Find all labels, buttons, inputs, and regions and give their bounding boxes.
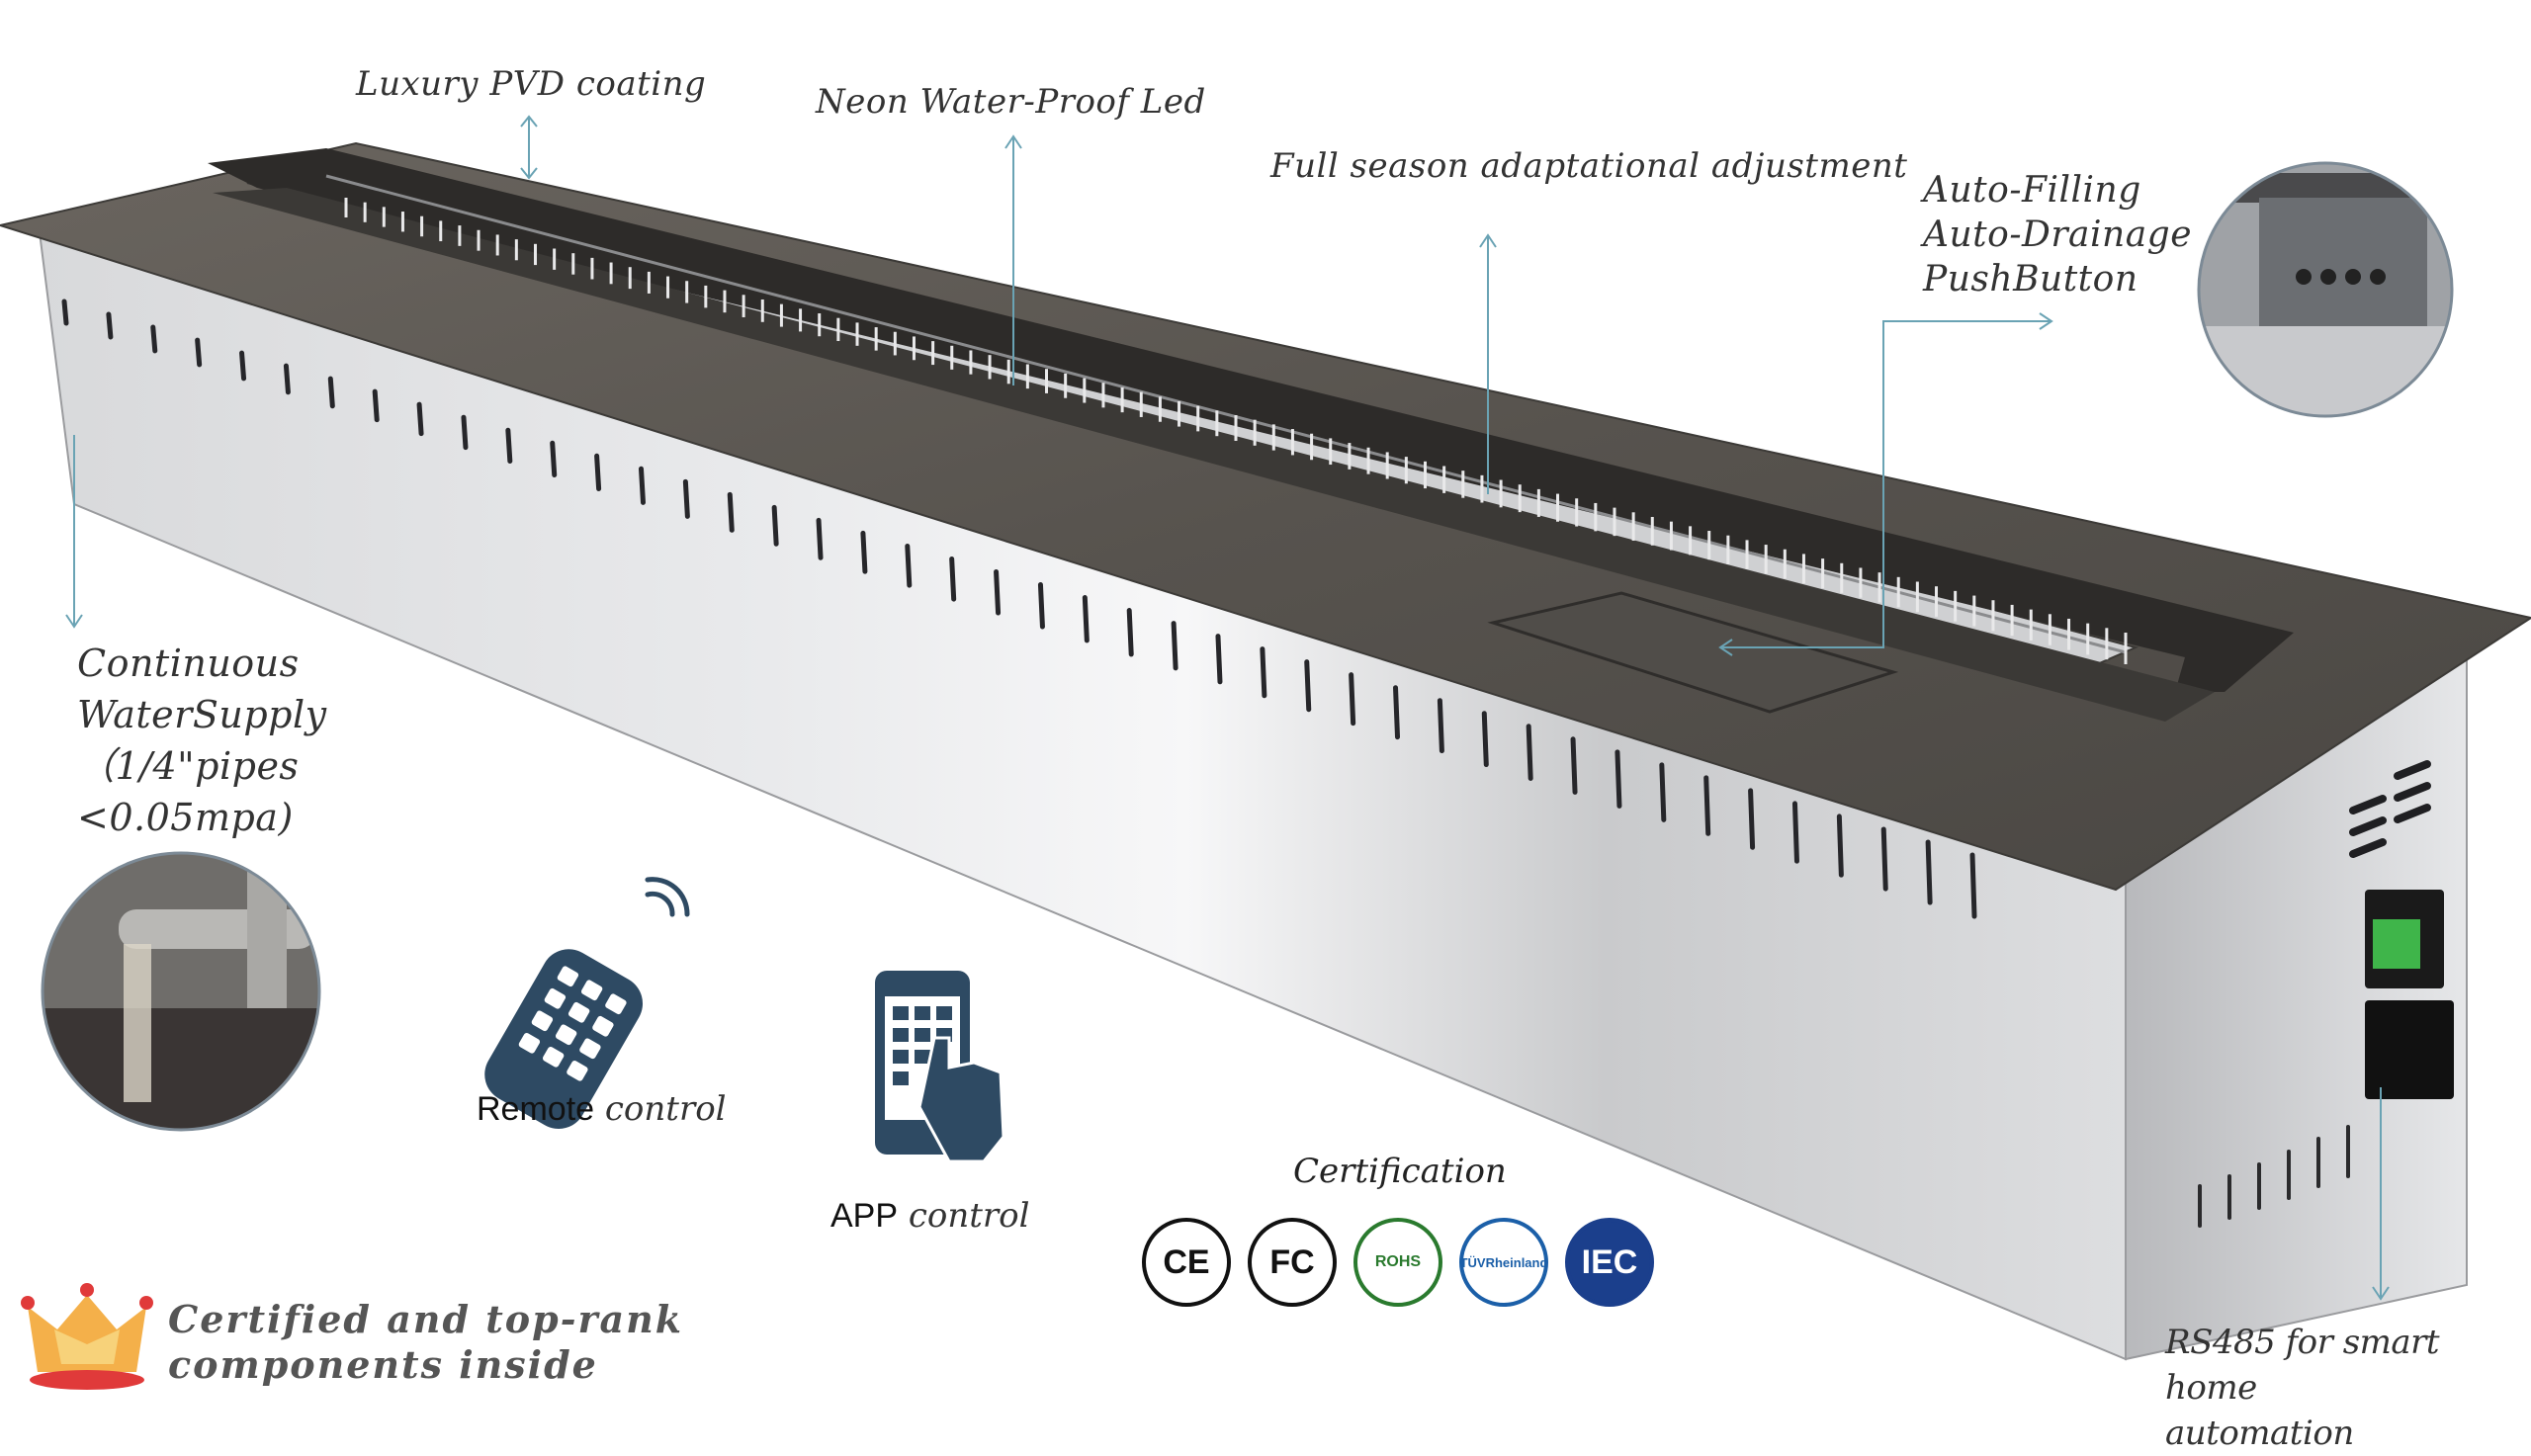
vent-slot bbox=[1304, 659, 1312, 713]
vent-slot bbox=[1349, 672, 1356, 727]
certification-title: Certification bbox=[1293, 1152, 1507, 1191]
rohs-logo: ROHS bbox=[1353, 1218, 1442, 1307]
auto-filling-label: Auto-Filling Auto-Drainage PushButton bbox=[1923, 170, 2193, 300]
vent-slot bbox=[816, 517, 824, 560]
iec-logo: IEC bbox=[1565, 1218, 1654, 1307]
vent-slot bbox=[1570, 736, 1578, 795]
signal-waves-icon bbox=[645, 877, 690, 917]
app-label-b: control bbox=[898, 1196, 1030, 1236]
tuv-logo: TÜVRheinland bbox=[1459, 1218, 1548, 1307]
vent-slot bbox=[1925, 839, 1933, 905]
vent-slot bbox=[1171, 621, 1178, 671]
vent-slot bbox=[505, 427, 513, 465]
tagline: Certified and top-rank components inside bbox=[168, 1297, 684, 1387]
product-illustration bbox=[0, 115, 2531, 1390]
remote-control-label: Remote control bbox=[477, 1089, 727, 1129]
app-control-label: APP control bbox=[830, 1196, 1030, 1236]
vent-slot bbox=[239, 350, 247, 382]
vent-slot bbox=[550, 440, 558, 477]
vent-slot bbox=[150, 324, 158, 354]
vent-slot bbox=[1969, 852, 1977, 919]
vent-slot bbox=[1393, 685, 1401, 740]
vent-slot bbox=[1126, 608, 1134, 657]
ce-logo: CE bbox=[1142, 1218, 1231, 1307]
vent-slot bbox=[638, 466, 646, 505]
fcc-logo: FC bbox=[1248, 1218, 1337, 1307]
vent-slot bbox=[1703, 775, 1711, 836]
remote-icon bbox=[484, 949, 644, 1129]
crown-icon bbox=[21, 1283, 153, 1390]
vent-slot bbox=[1880, 826, 1888, 892]
vent-slot bbox=[905, 543, 913, 588]
vent-slot bbox=[1615, 749, 1622, 809]
vent-slot bbox=[461, 414, 469, 451]
vent-slot bbox=[1526, 724, 1533, 781]
vent-slot bbox=[771, 504, 779, 547]
neon-led-label: Neon Water-Proof Led bbox=[816, 82, 1206, 122]
vent-slot bbox=[1260, 646, 1267, 699]
remote-label-b: control bbox=[594, 1089, 727, 1129]
vent-slot bbox=[1748, 788, 1756, 850]
control-box-photo bbox=[2199, 163, 2452, 416]
remote-label-a: Remote bbox=[477, 1090, 595, 1128]
vent-slot bbox=[860, 530, 868, 574]
vent-slot bbox=[61, 299, 69, 326]
vent-slot bbox=[416, 401, 424, 437]
vent-slot bbox=[1481, 711, 1489, 768]
vent-slot bbox=[1791, 801, 1799, 864]
vent-slot bbox=[106, 311, 114, 340]
vent-slot bbox=[1215, 634, 1223, 685]
vent-slot bbox=[1437, 698, 1444, 754]
vent-slot bbox=[1037, 582, 1045, 630]
water-supply-label: Continuous WaterSupply （1/4"pipes <0.05m… bbox=[77, 642, 327, 839]
vent-slot bbox=[594, 453, 602, 491]
vent-slot bbox=[195, 337, 203, 368]
vent-slot bbox=[994, 568, 1002, 616]
vent-slot bbox=[949, 556, 957, 602]
rs485-label: RS485 for smart home automation bbox=[2165, 1323, 2440, 1453]
vent-slot bbox=[727, 491, 735, 533]
vent-slot bbox=[1082, 595, 1090, 643]
full-season-label: Full season adaptational adjustment bbox=[1270, 146, 1908, 186]
vent-slot bbox=[283, 363, 291, 395]
app-phone-icon bbox=[875, 971, 1005, 1163]
vent-slot bbox=[682, 478, 690, 519]
vent-slot bbox=[1836, 814, 1844, 878]
app-label-a: APP bbox=[830, 1197, 899, 1235]
pvd-coating-label: Luxury PVD coating bbox=[356, 64, 707, 104]
vent-slot bbox=[327, 376, 335, 409]
vent-slot bbox=[372, 388, 380, 423]
vent-slot bbox=[1659, 762, 1667, 822]
